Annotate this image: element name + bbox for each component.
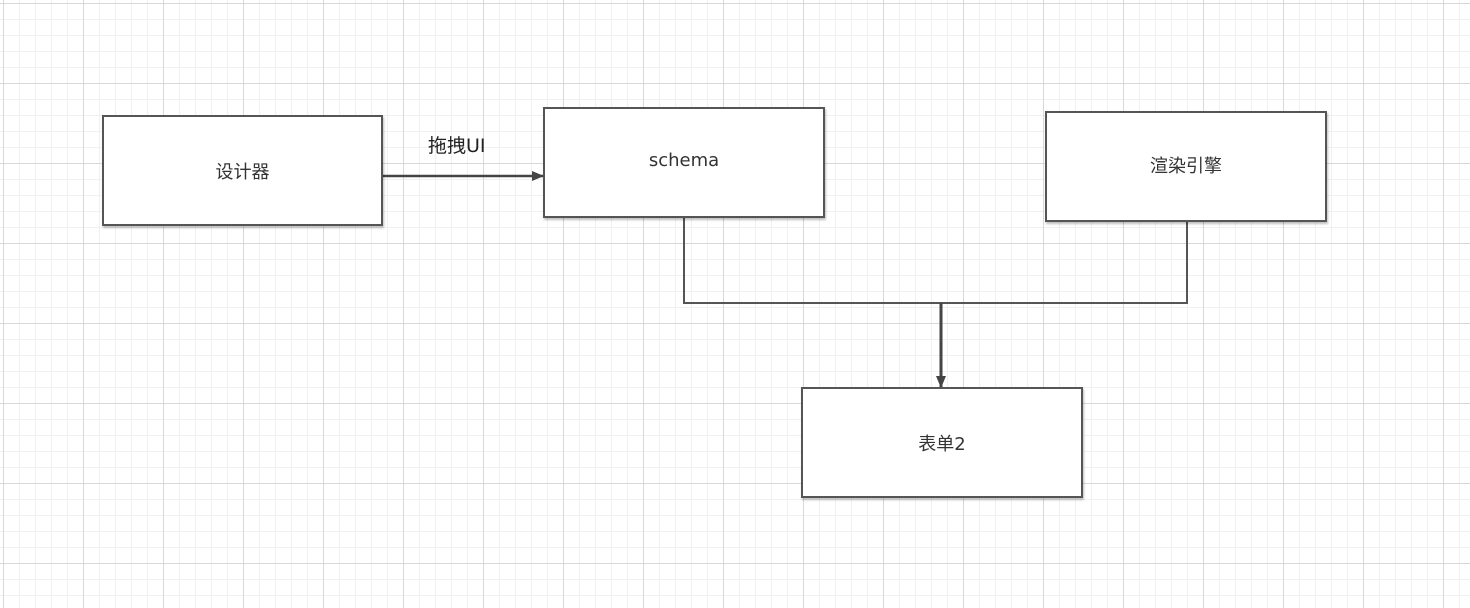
schema-node-label: schema [648, 150, 720, 171]
render-engine-node-label: 渲染引擎 [1150, 155, 1222, 177]
form-node-label: 表单2 [918, 433, 966, 455]
schema-node[interactable]: schema [543, 107, 825, 218]
form-node[interactable]: 表单2 [801, 387, 1083, 498]
render-engine-node[interactable]: 渲染引擎 [1045, 111, 1327, 222]
designer-node[interactable]: 设计器 [102, 115, 383, 226]
connector-engine-to-junction [941, 222, 1188, 304]
designer-node-label: 设计器 [215, 161, 270, 183]
drag-ui-edge-label: 拖拽UI [428, 135, 486, 157]
connector-schema-to-junction [683, 218, 941, 304]
